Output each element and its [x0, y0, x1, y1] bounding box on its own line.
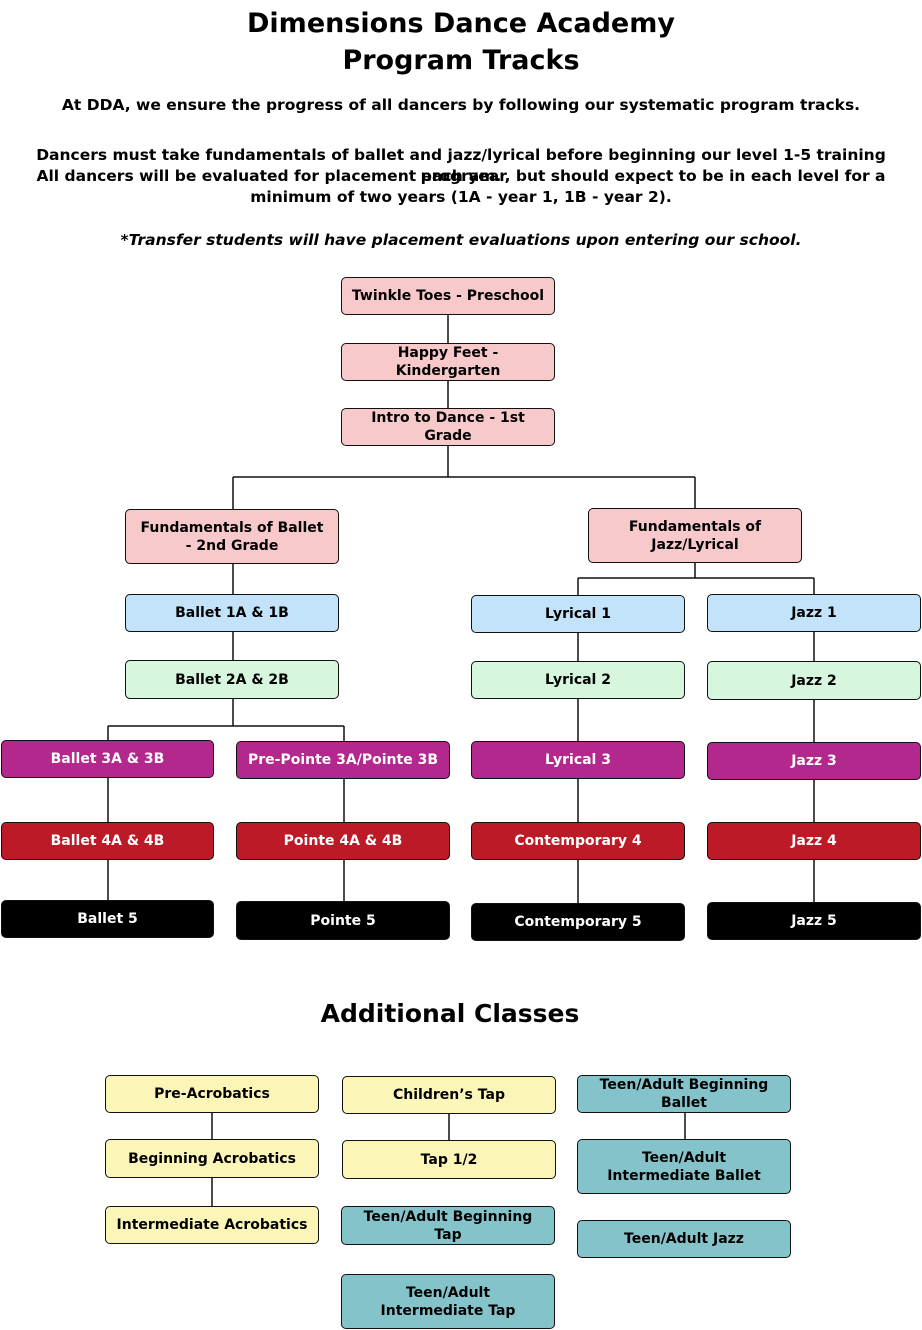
- page-subtitle: Program Tracks: [342, 45, 580, 76]
- requirement-text-line2: All dancers will be evaluated for placem…: [36, 167, 886, 185]
- node-fundamentals-jazz-lyrical: Fundamentals of Jazz/Lyrical: [588, 508, 802, 563]
- node-lyrical-3: Lyrical 3: [471, 741, 685, 779]
- node-teen-adult-jazz: Teen/Adult Jazz: [577, 1220, 791, 1258]
- node-beginning-acrobatics: Beginning Acrobatics: [105, 1139, 319, 1178]
- node-childrens-tap: Children’s Tap: [342, 1076, 556, 1114]
- node-teen-adult-intermediate-tap: Teen/Adult Intermediate Tap: [341, 1274, 555, 1329]
- connector-intro-fundamentals: [232, 446, 696, 509]
- connector-ballet-2-split: [107, 699, 345, 741]
- node-ballet-1: Ballet 1A & 1B: [125, 594, 339, 632]
- node-lyrical-1: Lyrical 1: [471, 595, 685, 633]
- node-happy-feet: Happy Feet - Kindergarten: [341, 343, 555, 381]
- connector-jazz-fund-split: [577, 563, 815, 595]
- node-ballet-4: Ballet 4A & 4B: [1, 822, 214, 860]
- node-jazz-4: Jazz 4: [707, 822, 921, 860]
- node-tap-1-2: Tap 1/2: [342, 1140, 556, 1179]
- node-pointe-4: Pointe 4A & 4B: [236, 822, 450, 860]
- node-lyrical-2: Lyrical 2: [471, 661, 685, 699]
- requirement-text-line1: Dancers must take fundamentals of ballet…: [36, 146, 886, 185]
- node-pointe-5: Pointe 5: [236, 901, 450, 940]
- node-ballet-3: Ballet 3A & 3B: [1, 740, 214, 778]
- additional-classes-title: Additional Classes: [320, 999, 580, 1028]
- node-intermediate-acrobatics: Intermediate Acrobatics: [105, 1206, 319, 1244]
- requirement-text-line3: minimum of two years (1A - year 1, 1B - …: [250, 188, 672, 206]
- node-intro-to-dance: Intro to Dance - 1st Grade: [341, 408, 555, 446]
- node-jazz-3: Jazz 3: [707, 742, 921, 780]
- node-teen-adult-beginning-tap: Teen/Adult Beginning Tap: [341, 1206, 555, 1245]
- node-jazz-5: Jazz 5: [707, 902, 921, 940]
- node-pre-pointe-3: Pre-Pointe 3A/Pointe 3B: [236, 741, 450, 779]
- node-teen-adult-intermediate-ballet: Teen/Adult Intermediate Ballet: [577, 1139, 791, 1194]
- node-ballet-5: Ballet 5: [1, 900, 214, 938]
- node-contemporary-5: Contemporary 5: [471, 903, 685, 941]
- node-fundamentals-ballet: Fundamentals of Ballet - 2nd Grade: [125, 509, 339, 564]
- node-teen-adult-beginning-ballet: Teen/Adult Beginning Ballet: [577, 1075, 791, 1113]
- node-ballet-2: Ballet 2A & 2B: [125, 660, 339, 699]
- node-jazz-1: Jazz 1: [707, 594, 921, 632]
- node-contemporary-4: Contemporary 4: [471, 822, 685, 860]
- node-pre-acrobatics: Pre-Acrobatics: [105, 1075, 319, 1113]
- page-title: Dimensions Dance Academy: [247, 8, 675, 39]
- node-jazz-2: Jazz 2: [707, 661, 921, 700]
- intro-text: At DDA, we ensure the progress of all da…: [61, 96, 861, 114]
- node-twinkle-toes: Twinkle Toes - Preschool: [341, 277, 555, 315]
- transfer-note: *Transfer students will have placement e…: [120, 231, 802, 249]
